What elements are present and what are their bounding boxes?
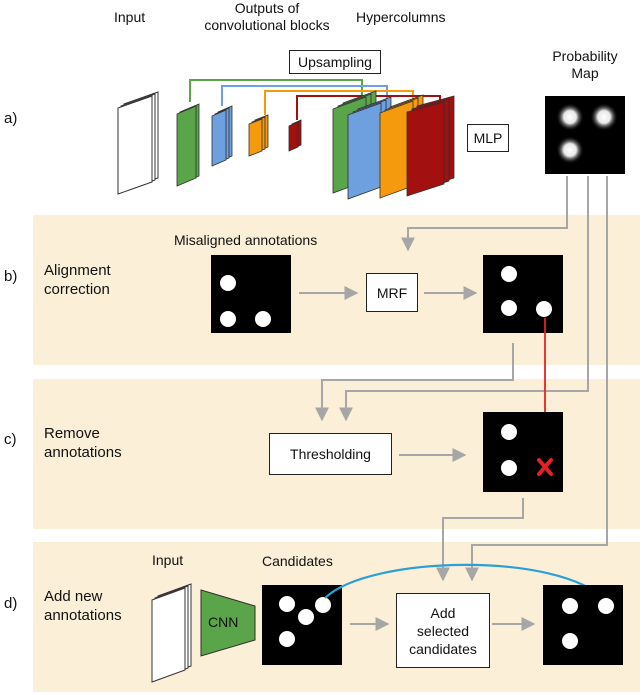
hypercolumn-stack (332, 90, 455, 200)
d-input-label: Input (152, 552, 184, 568)
thresholding-box: Thresholding (269, 433, 392, 475)
mrf-box: MRF (366, 273, 418, 312)
aligned-annotation-image (483, 255, 563, 333)
row-d-title: Add new annotations (44, 587, 122, 625)
row-a-letter: a) (4, 110, 18, 127)
d-input-image-stack (151, 583, 192, 683)
candidates-label: Candidates (262, 553, 333, 569)
row-b-letter: b) (4, 268, 18, 285)
conv-block-3 (248, 114, 269, 157)
probability-map-line2: Map (571, 65, 599, 81)
row-b-title-line1: Alignment (44, 262, 111, 279)
conv-block-1 (176, 103, 200, 187)
header-outputs-label: Outputs of convolutional blocks (182, 0, 352, 34)
row-b-title-line2: correction (44, 281, 110, 298)
c-to-d-arrow (436, 498, 524, 582)
final-annotation-image (543, 585, 623, 665)
cnn-block (200, 589, 256, 657)
add-candidates-line2: selected (416, 622, 470, 639)
b-to-c-arrow (315, 343, 514, 422)
header-outputs-line2: convolutional blocks (204, 17, 330, 33)
misaligned-annotation-image (211, 255, 291, 333)
row-b-title: Alignment correction (44, 261, 111, 299)
input-image-stack (117, 91, 159, 195)
remove-cross-icon (537, 458, 553, 476)
row-d-title-line1: Add new (44, 588, 103, 605)
header-hypercolumns-label: Hypercolumns (356, 9, 446, 25)
row-c-title-line2: annotations (44, 444, 122, 461)
filtered-annotation-image (483, 412, 563, 492)
row-d-title-line2: annotations (44, 607, 122, 624)
add-candidates-line3: candidates (409, 640, 477, 657)
row-c-letter: c) (4, 431, 17, 448)
header-outputs-line1: Outputs of (234, 0, 300, 16)
row-d-letter: d) (4, 595, 18, 612)
misaligned-annotations-label: Misaligned annotations (174, 232, 318, 248)
row-c-title-line1: Remove (44, 425, 100, 442)
candidate-transfer-arrow (324, 563, 606, 601)
upsampling-box: Upsampling (289, 50, 381, 74)
upsampling-connectors (189, 79, 441, 120)
cnn-label: CNN (208, 614, 239, 630)
conv-block-4 (288, 119, 302, 152)
probability-map (545, 96, 625, 174)
probability-feed-arrows (339, 176, 608, 582)
add-candidates-line1: Add (430, 604, 456, 621)
add-candidates-box: Add selected candidates (396, 593, 490, 668)
row-c-title: Remove annotations (44, 424, 122, 462)
probability-map-line1: Probability (552, 48, 618, 64)
candidates-image (262, 585, 342, 665)
mlp-box: MLP (467, 124, 509, 152)
conv-block-2 (211, 105, 233, 167)
header-input-label: Input (114, 9, 146, 25)
probability-map-label: Probability Map (540, 48, 630, 82)
